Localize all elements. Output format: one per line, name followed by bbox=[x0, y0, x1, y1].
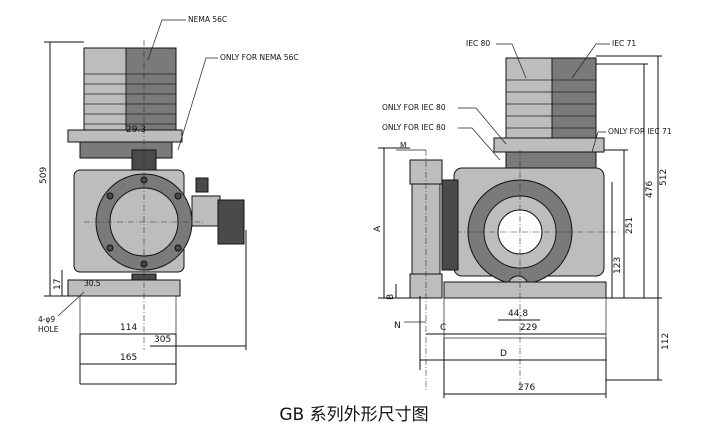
right-adapter bbox=[505, 151, 597, 169]
dim-114: 114 bbox=[120, 323, 137, 333]
left-motor-flange bbox=[67, 129, 183, 143]
left-vent-cap bbox=[195, 177, 209, 193]
hole-label-top: 4-φ9 bbox=[38, 315, 55, 324]
dim-276-lines bbox=[419, 296, 607, 398]
label-c: C bbox=[440, 323, 446, 333]
right-base bbox=[443, 281, 607, 299]
hole-label-bottom: HOLE bbox=[38, 325, 59, 334]
dim-251: 251 bbox=[625, 217, 635, 234]
dim-17: 17 bbox=[53, 279, 63, 290]
right-view: 512 476 251 123 112 A B M N C 44.8 229 D… bbox=[373, 39, 672, 398]
dim-a-b-lines bbox=[378, 147, 410, 299]
dim-229: 229 bbox=[520, 323, 537, 333]
dim-112: 112 bbox=[661, 333, 671, 350]
dim-44-8: 44.8 bbox=[508, 309, 528, 319]
right-motor-shade bbox=[551, 57, 597, 139]
dim-305: 305 bbox=[154, 335, 171, 345]
leader-iec71 bbox=[571, 43, 610, 79]
right-motor-flange bbox=[493, 137, 605, 153]
leader-only-iec80-a bbox=[458, 107, 507, 145]
dim-476: 476 bbox=[645, 181, 655, 198]
right-base-outline bbox=[443, 297, 607, 339]
label-only-nema56c: ONLY FOR NEMA 56C bbox=[220, 53, 299, 62]
dim-29-3: 29.3 bbox=[126, 125, 146, 135]
leader-iec80 bbox=[496, 43, 527, 79]
label-n: N bbox=[394, 321, 401, 331]
left-motor-shade bbox=[125, 47, 177, 135]
leader-nema56c bbox=[147, 19, 186, 61]
label-m: M bbox=[400, 141, 406, 150]
dim-305-lines bbox=[150, 230, 247, 350]
dim-509-lines bbox=[44, 41, 84, 297]
right-motor-fins bbox=[506, 58, 596, 138]
leader-only-nema56c bbox=[177, 57, 218, 151]
label-only-iec71: ONLY FOR IEC 71 bbox=[608, 127, 672, 136]
dim-123: 123 bbox=[613, 257, 623, 274]
label-only-iec80-a: ONLY FOR IEC 80 bbox=[382, 103, 446, 112]
left-stroke-housing bbox=[191, 195, 221, 227]
label-nema56c: NEMA 56C bbox=[188, 15, 227, 24]
label-iec80: IEC 80 bbox=[466, 39, 490, 48]
dim-165-lines bbox=[79, 334, 177, 384]
left-motor-fins bbox=[84, 48, 176, 134]
dim-509: 509 bbox=[39, 167, 49, 184]
dim-276: 276 bbox=[518, 383, 535, 393]
dim-30-5: 30.5 bbox=[84, 279, 101, 288]
right-head-side bbox=[441, 179, 459, 271]
dim-a: A bbox=[373, 225, 383, 232]
leader-only-iec71 bbox=[591, 131, 606, 153]
left-stroke-knob bbox=[217, 199, 245, 245]
figure-caption: GB 系列外形尺寸图 bbox=[279, 405, 429, 425]
dim-512: 512 bbox=[659, 169, 669, 186]
left-view: 509 17 29.3 30.5 114 305 165 4-φ9 HOLE bbox=[38, 15, 299, 385]
label-iec71: IEC 71 bbox=[612, 39, 636, 48]
dim-165: 165 bbox=[120, 353, 137, 363]
left-adapter bbox=[79, 141, 173, 159]
leader-only-iec80-b bbox=[458, 127, 501, 161]
dim-b: B bbox=[386, 294, 396, 300]
hole-leader bbox=[57, 291, 85, 317]
label-only-iec80-b: ONLY FOR IEC 80 bbox=[382, 123, 446, 132]
dim-right-verticals bbox=[596, 55, 662, 381]
label-d: D bbox=[500, 349, 507, 359]
